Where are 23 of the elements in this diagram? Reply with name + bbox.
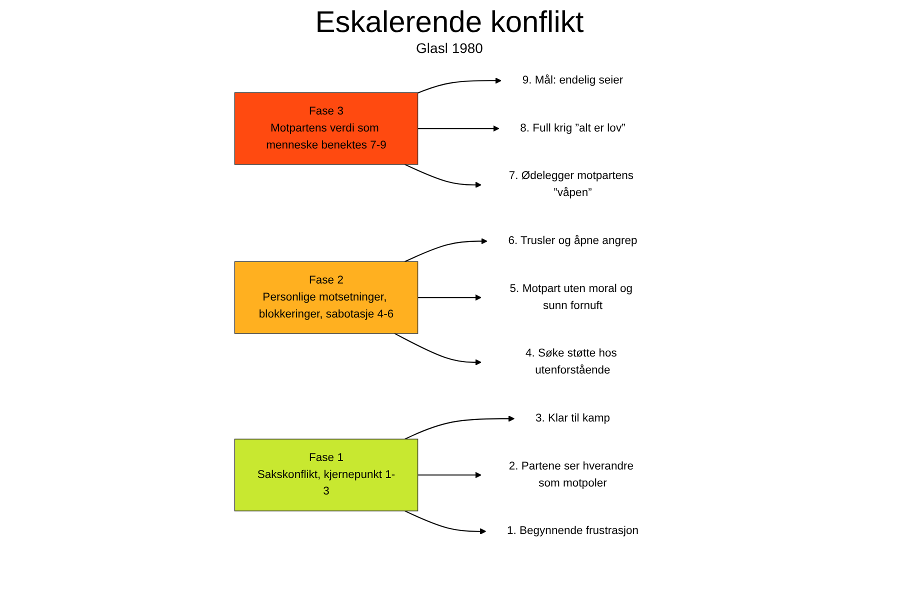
node-text: 2. Partene ser hverandre som motpoler: [508, 460, 634, 490]
node-text: 8. Full krig ”alt er lov”: [520, 122, 626, 134]
node-text: 1. Begynnende frustrasjon: [506, 525, 639, 537]
node-text: 7. Ødelegger motpartens ”våpen”: [508, 170, 634, 199]
arrow: [418, 294, 482, 301]
arrow: [394, 333, 482, 366]
node-text: 5. Motpart uten moral og sunn fornuft: [510, 282, 633, 312]
node-box: Fase 2 Personlige motsetninger, blokkeringer, sabotasje 4-6: [234, 261, 418, 334]
arrow: [418, 472, 482, 478]
node-box: Fase 3 Motpartens verdi som menneske benektes 7-9: [234, 92, 418, 165]
arrow: [418, 125, 500, 132]
diagram-title: Eskalerende konflikt: [314, 6, 585, 40]
arrow: [418, 78, 502, 94]
node-text: 6. Trusler og åpne angrep: [508, 234, 638, 247]
arrow: [404, 416, 515, 440]
subtitle: Glasl 1980: [415, 40, 484, 56]
arrow: [404, 238, 488, 262]
node-text: 3. Klar til kamp: [535, 412, 610, 424]
arrow: [404, 164, 482, 188]
node-box: Fase 1 Sakskonflikt, kjernepunkt 1-3: [234, 438, 418, 512]
node-text: 9. Mål: endelig seier: [522, 74, 624, 86]
node-text: 4. Søke støtte hos utenforstående: [525, 348, 617, 376]
arrow: [404, 510, 486, 534]
